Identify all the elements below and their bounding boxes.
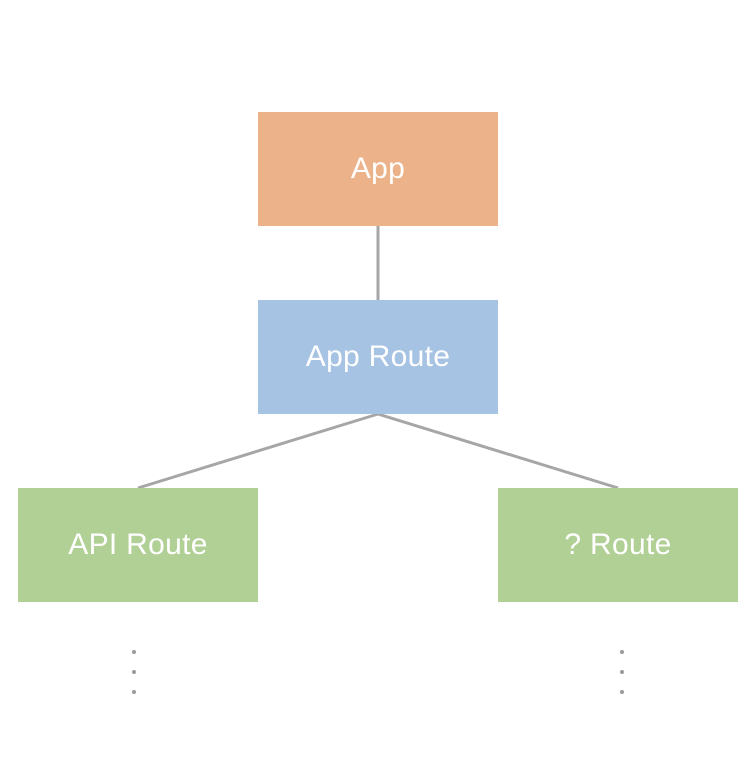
- ellipsis-dot: [620, 650, 624, 654]
- node-unknown-route: ? Route: [498, 488, 738, 602]
- ellipsis-dot: [132, 650, 136, 654]
- continuation-ellipsis-right: [619, 650, 625, 694]
- node-api-route: API Route: [18, 488, 258, 602]
- node-api-route-label: API Route: [68, 528, 208, 561]
- node-app: App: [258, 112, 498, 226]
- node-app-route-label: App Route: [305, 340, 451, 373]
- ellipsis-dot: [132, 690, 136, 694]
- node-unknown-route-label: ? Route: [564, 528, 672, 561]
- continuation-ellipsis-left: [131, 650, 137, 694]
- ellipsis-dot: [132, 670, 136, 674]
- connector-app-route-to-unknown-route: [377, 412, 619, 490]
- node-app-route: App Route: [258, 300, 498, 414]
- ellipsis-dot: [620, 690, 624, 694]
- node-app-label: App: [350, 152, 406, 185]
- ellipsis-dot: [620, 670, 624, 674]
- connector-app-route-to-api-route: [137, 412, 379, 490]
